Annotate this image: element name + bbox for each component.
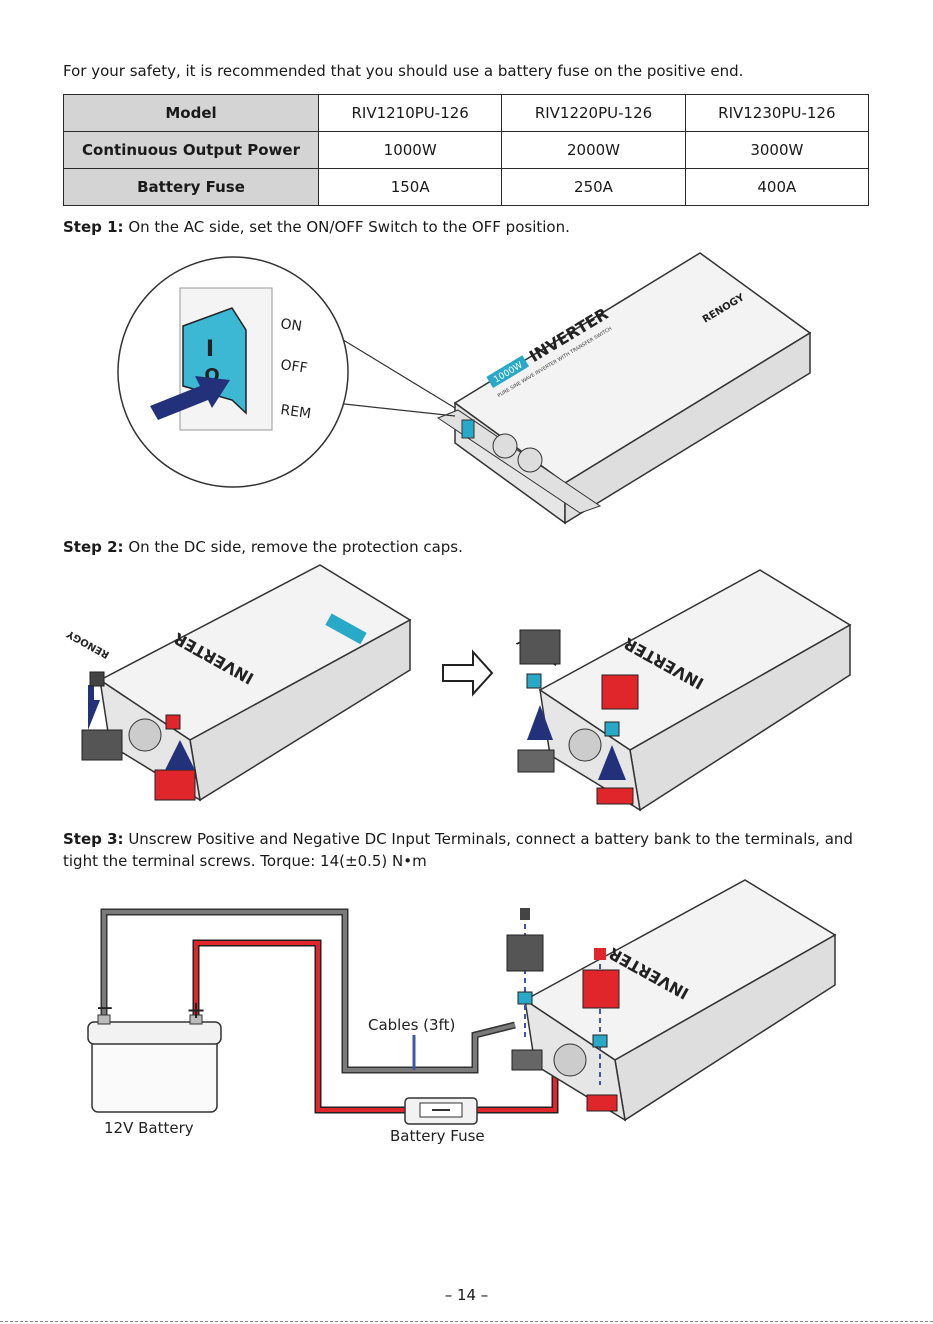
battery: − + bbox=[87, 996, 222, 1113]
step3-illustration: − + INVERTER bbox=[87, 879, 837, 1125]
step-label: Step 2: bbox=[63, 538, 124, 556]
table-cell: 3000W bbox=[684, 131, 870, 169]
positive-terminal bbox=[586, 1094, 618, 1112]
up-arrow-icon bbox=[598, 745, 626, 780]
inverter-unit: INVERTER bbox=[523, 879, 837, 1122]
inverter-unit: 1000W INVERTER PURE SINE WAVE INVERTER W… bbox=[436, 252, 812, 525]
switch-zoom-circle: I O ON OFF REM bbox=[117, 256, 349, 488]
negative-nut bbox=[89, 671, 105, 687]
table-cell: RIV1220PU-126 bbox=[501, 94, 686, 132]
step-2: Step 2: On the DC side, remove the prote… bbox=[63, 536, 869, 558]
negative-cap bbox=[506, 934, 544, 972]
row-header: Model bbox=[63, 94, 319, 132]
inverter-unit: INVERTER RENOGY bbox=[515, 569, 852, 812]
positive-cap bbox=[582, 969, 620, 1009]
positive-cap bbox=[601, 674, 639, 710]
negative-bolt bbox=[520, 908, 530, 920]
table-cell: 400A bbox=[684, 168, 870, 206]
page-number: – 14 – bbox=[444, 1286, 489, 1304]
plus-label: + bbox=[186, 996, 206, 1024]
up-arrow-icon bbox=[165, 740, 195, 770]
table-cell: RIV1230PU-126 bbox=[684, 94, 870, 132]
intro-text: For your safety, it is recommended that … bbox=[63, 62, 744, 80]
press-arrow-icon bbox=[150, 376, 230, 420]
rocker-i: I bbox=[206, 337, 214, 362]
step2-illustration: INVERTER RENOGY INVERTER RENOGY bbox=[65, 564, 852, 812]
step-label: Step 3: bbox=[63, 830, 124, 848]
small-switch-icon bbox=[461, 419, 475, 439]
negative-terminal bbox=[511, 1049, 543, 1071]
table-cell: 1000W bbox=[317, 131, 503, 169]
next-arrow-icon bbox=[442, 649, 494, 697]
negative-cap bbox=[519, 629, 561, 665]
step-label: Step 1: bbox=[63, 218, 124, 236]
negative-nut bbox=[526, 673, 542, 689]
positive-nut bbox=[165, 714, 181, 730]
rem-label: REM bbox=[279, 402, 312, 422]
battery-label: 12V Battery bbox=[104, 1119, 194, 1137]
step-text: Unscrew Positive and Negative DC Input T… bbox=[63, 830, 853, 870]
step-1: Step 1: On the AC side, set the ON/OFF S… bbox=[63, 216, 869, 238]
negative-terminal bbox=[517, 749, 555, 773]
fuse-spec-table: Model RIV1210PU-126 RIV1220PU-126 RIV123… bbox=[63, 94, 870, 206]
cables-label: Cables (3ft) bbox=[368, 1016, 456, 1034]
on-label: ON bbox=[279, 316, 303, 335]
table-cell: RIV1210PU-126 bbox=[317, 94, 503, 132]
positive-bolt bbox=[594, 948, 606, 960]
inverter-unit: INVERTER RENOGY bbox=[65, 564, 412, 802]
positive-nut bbox=[604, 721, 620, 737]
table-row: Continuous Output Power 1000W 2000W 3000… bbox=[63, 131, 870, 169]
negative-cap bbox=[81, 729, 123, 761]
up-arrow-icon bbox=[88, 685, 100, 730]
step-text: On the AC side, set the ON/OFF Switch to… bbox=[123, 218, 570, 236]
up-arrow-icon bbox=[527, 705, 553, 740]
table-cell: 2000W bbox=[501, 131, 686, 169]
battery-fuse bbox=[404, 1097, 478, 1125]
table-cell: 150A bbox=[317, 168, 503, 206]
positive-terminal bbox=[596, 787, 634, 805]
step-3: Step 3: Unscrew Positive and Negative DC… bbox=[63, 828, 869, 872]
brand-logo: RENOGY bbox=[65, 627, 112, 660]
table-row: Battery Fuse 150A 250A 400A bbox=[63, 168, 870, 206]
off-label: OFF bbox=[279, 357, 308, 377]
fuse-label: Battery Fuse bbox=[390, 1127, 485, 1145]
table-row: Model RIV1210PU-126 RIV1220PU-126 RIV123… bbox=[63, 94, 870, 132]
page-bottom-divider bbox=[0, 1321, 933, 1322]
row-header: Continuous Output Power bbox=[63, 131, 319, 169]
table-cell: 250A bbox=[501, 168, 686, 206]
step1-illustration: 1000W INVERTER PURE SINE WAVE INVERTER W… bbox=[117, 252, 812, 525]
positive-nut bbox=[592, 1034, 608, 1048]
row-header: Battery Fuse bbox=[63, 168, 319, 206]
step-text: On the DC side, remove the protection ca… bbox=[123, 538, 463, 556]
positive-cap bbox=[154, 769, 196, 801]
negative-nut bbox=[517, 991, 533, 1005]
minus-label: − bbox=[96, 996, 114, 1021]
